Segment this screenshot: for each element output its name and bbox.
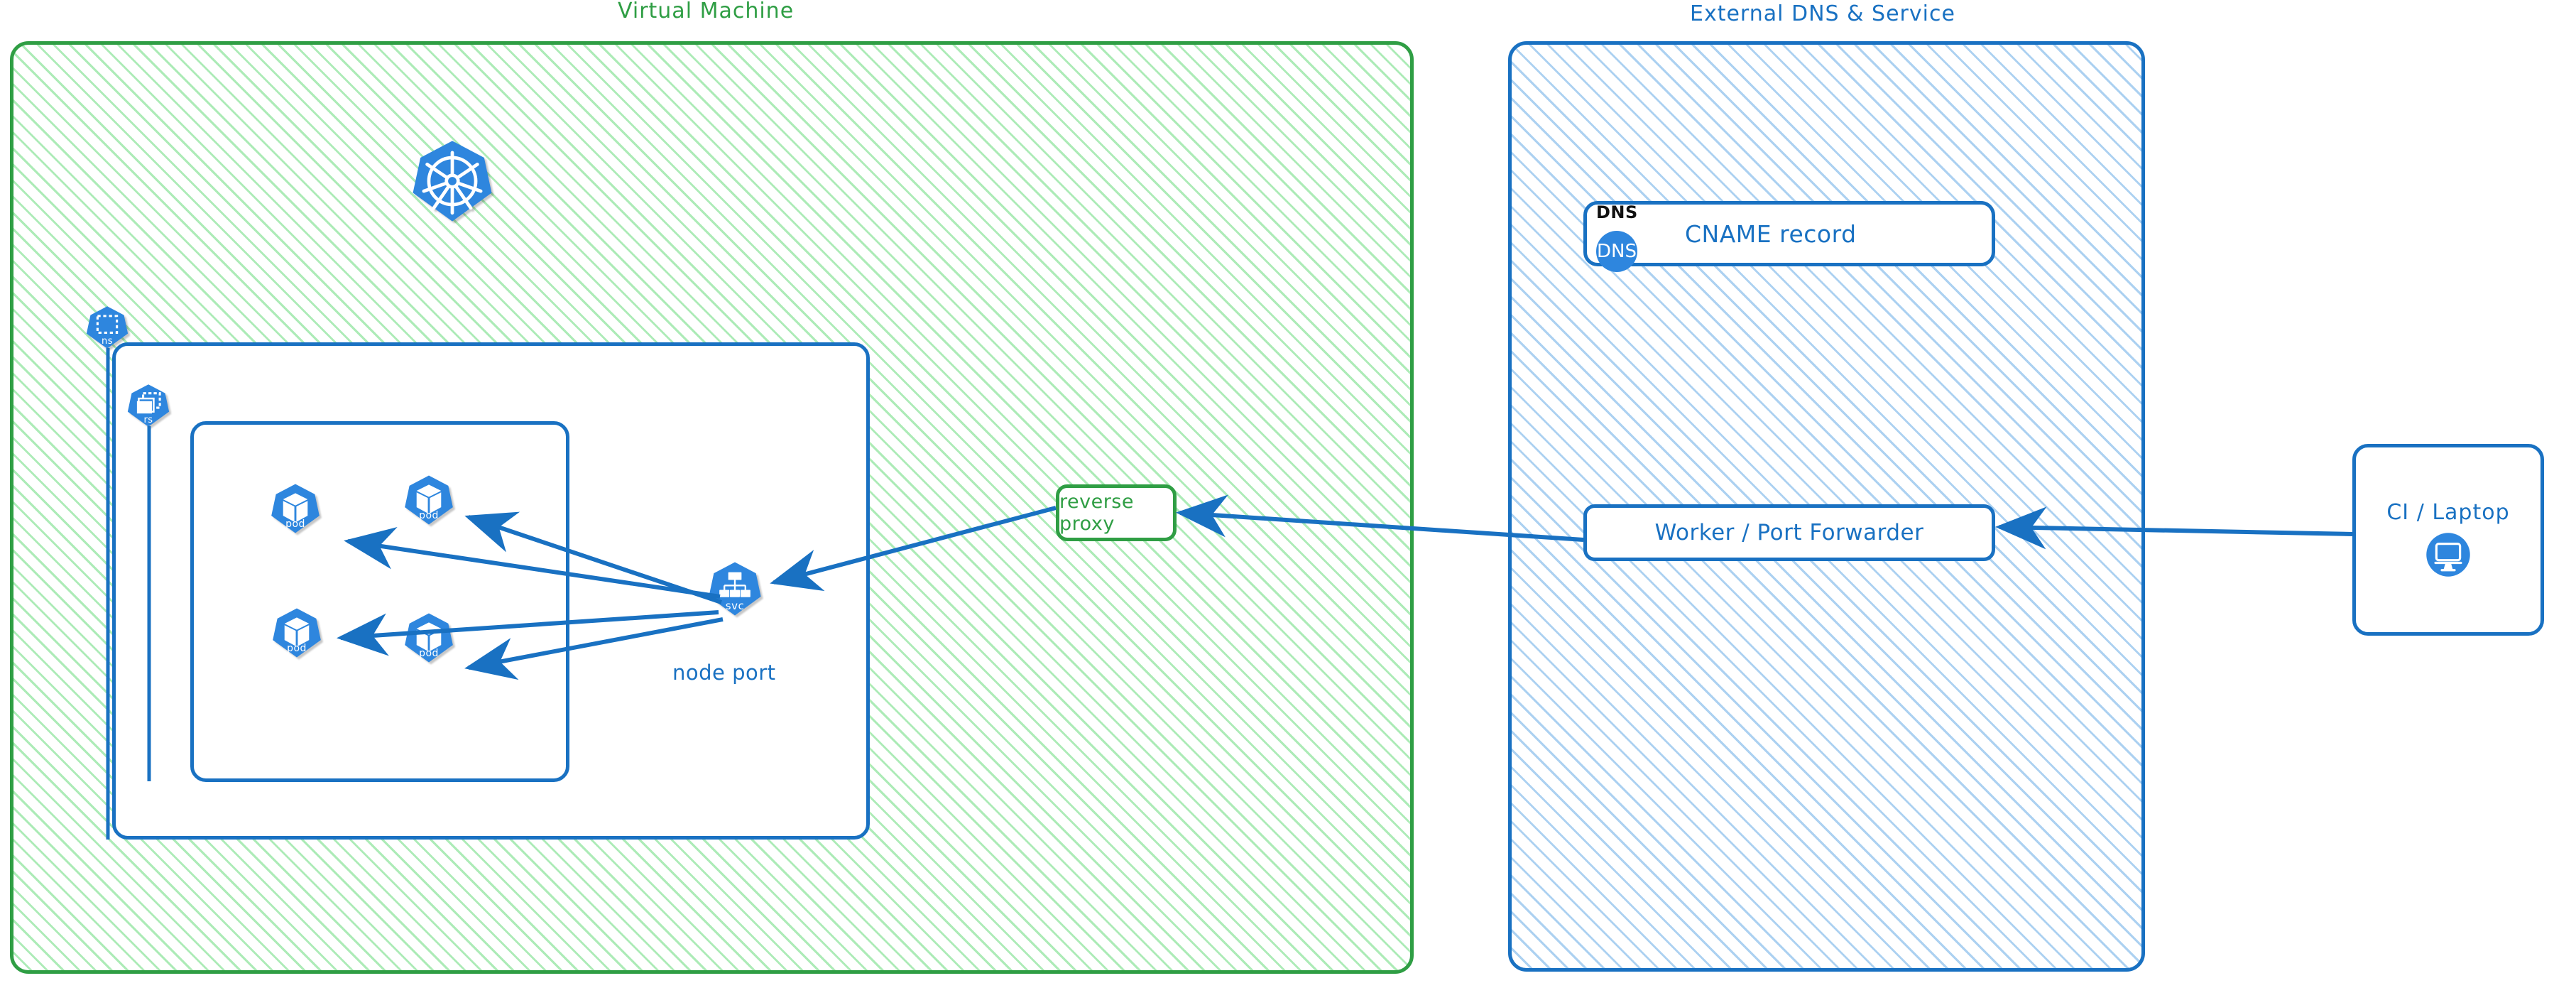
pod-badge: pod	[403, 474, 454, 526]
namespace-badge: ns	[85, 305, 129, 349]
desktop-monitor-icon	[2425, 532, 2471, 580]
worker-port-forwarder-box[interactable]: Worker / Port Forwarder	[1583, 504, 1995, 561]
replicaset-badge-label: rs	[143, 415, 153, 425]
pod-label: pod	[285, 518, 305, 530]
pod-label: pod	[419, 648, 439, 659]
kubernetes-logo	[410, 139, 494, 223]
node-port-caption: node port	[672, 661, 776, 685]
virtual-machine-title: Virtual Machine	[618, 0, 795, 23]
worker-port-forwarder-label: Worker / Port Forwarder	[1654, 520, 1924, 545]
service-label: svc	[725, 599, 745, 612]
external-dns-service-title: External DNS & Service	[1690, 1, 1955, 26]
pod-badge: pod	[271, 607, 322, 658]
cname-record-card[interactable]: CNAME record	[1583, 201, 1995, 266]
dns-badge-icon: DNS	[1596, 231, 1637, 272]
pod-badge: pod	[270, 483, 321, 534]
cname-record-label: CNAME record	[1685, 219, 1857, 248]
service-badge: svc	[707, 561, 763, 617]
pod-label: pod	[419, 510, 439, 521]
pod-label: pod	[287, 643, 307, 654]
namespace-badge-label: ns	[101, 336, 113, 347]
replicaset-badge: rs	[126, 384, 170, 428]
pod-badge: pod	[403, 612, 454, 663]
dns-tag-label: DNS	[1596, 202, 1638, 222]
reverse-proxy-label: reverse proxy	[1059, 491, 1134, 535]
ci-laptop-label: CI / Laptop	[2386, 499, 2510, 525]
reverse-proxy-box[interactable]: reverse proxy	[1056, 484, 1177, 541]
ci-laptop-box[interactable]: CI / Laptop	[2352, 444, 2544, 636]
replicaset-container	[190, 421, 569, 782]
